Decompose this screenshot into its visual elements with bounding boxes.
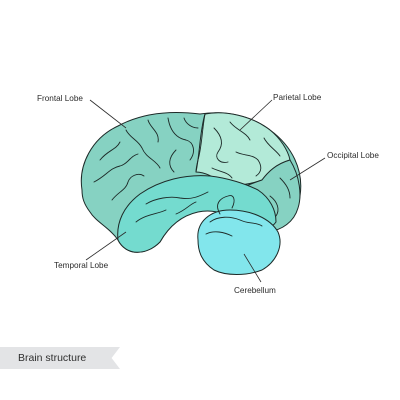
- label-temporal-lobe: Temporal Lobe: [54, 261, 109, 270]
- leader-lines: [85, 99, 326, 283]
- leader-temporal: [85, 231, 127, 261]
- leader-parietal: [239, 99, 273, 131]
- temporal-lobe: [117, 175, 277, 253]
- cerebellum: [197, 209, 281, 275]
- leader-frontal: [89, 99, 127, 129]
- caption-tag: [0, 347, 120, 369]
- leader-cerebellum: [243, 253, 262, 283]
- brain-folds: [93, 113, 291, 237]
- label-frontal-lobe: Frontal Lobe: [37, 94, 83, 103]
- caption-text: Brain structure: [18, 352, 87, 364]
- label-parietal-lobe: Parietal Lobe: [273, 93, 322, 102]
- leader-occipital: [289, 157, 326, 181]
- label-occipital-lobe: Occipital Lobe: [327, 151, 379, 160]
- label-cerebellum: Cerebellum: [234, 286, 276, 295]
